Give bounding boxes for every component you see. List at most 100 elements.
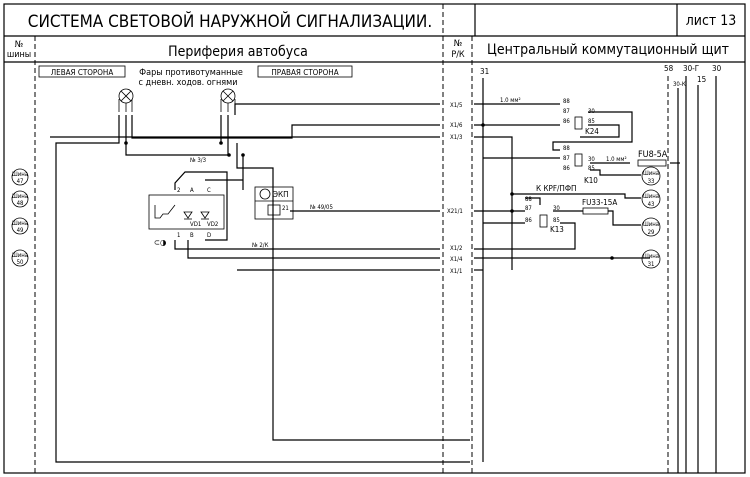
svg-text:X1/4: X1/4	[450, 256, 463, 263]
connector-x1-1: X1/1	[450, 268, 462, 275]
indicator-lamp-icon	[267, 204, 281, 216]
periphery-wiring	[50, 103, 470, 463]
pin-1: 1	[177, 232, 180, 239]
fuse-fu8-5a: FU8-5A	[637, 150, 668, 167]
svg-text:Шина: Шина	[12, 252, 28, 259]
svg-text:K13: K13	[550, 225, 564, 234]
svg-text:85: 85	[588, 165, 595, 172]
lamp-caption-2: с дневн. ходов. огнями	[138, 78, 237, 88]
svg-text:X1/1: X1/1	[450, 268, 462, 275]
svg-text:Шина: Шина	[12, 171, 28, 178]
svg-text:Шина: Шина	[643, 170, 659, 177]
svg-text:K24: K24	[585, 127, 599, 136]
relay-k10: 88 87 86 30 85 K10	[563, 145, 598, 185]
svg-text:30: 30	[588, 156, 595, 163]
bus-58-label: 58	[664, 64, 674, 73]
wire-section-label-2: 1.0 мм²	[606, 156, 627, 163]
svg-text:FU8-5A: FU8-5A	[638, 150, 668, 160]
sheet-number: лист 13	[686, 13, 737, 29]
svg-text:33: 33	[648, 178, 655, 185]
fog-lamp-right-icon	[220, 88, 236, 112]
connector-x21-1: X21/1	[447, 208, 463, 215]
svg-text:X21/1: X21/1	[447, 208, 463, 215]
svg-text:86: 86	[563, 165, 570, 172]
central-wiring	[474, 103, 680, 271]
svg-text:86: 86	[525, 217, 532, 224]
fuse-fu33-15a: FU33-15A	[582, 198, 617, 215]
svg-text:48: 48	[17, 200, 24, 207]
svg-text:X1/3: X1/3	[450, 134, 462, 141]
bus-31-label: 31	[480, 67, 489, 76]
diode-vd1: VD1	[190, 221, 201, 228]
connector-x1-5: X1/5	[450, 102, 462, 109]
relay-k13: 88 87 86 30 85 K13	[525, 196, 564, 234]
svg-text:Шина: Шина	[643, 253, 659, 260]
left-side-label: ЛЕВАЯ СТОРОНА	[51, 68, 114, 77]
svg-text:FU33-15A: FU33-15A	[582, 198, 617, 207]
bus-30-label: 30	[712, 64, 722, 73]
diode-vd2: VD2	[207, 221, 218, 228]
fog-lamp-left-icon	[118, 88, 134, 112]
svg-text:X1/2: X1/2	[450, 245, 462, 252]
rk-label: №	[454, 39, 463, 49]
relay-k24: 88 87 86 30 85 K24	[563, 98, 599, 136]
fog-light-switch[interactable]: 2 A C 1 B D VD1 VD2	[148, 187, 225, 239]
connector-x1-4: X1/4	[450, 256, 463, 263]
connector-x1-2: X1/2	[450, 245, 462, 252]
pin-c: C	[207, 187, 211, 194]
right-side-label: ПРАВАЯ СТОРОНА	[271, 68, 338, 77]
svg-text:Шина: Шина	[12, 193, 28, 200]
kpf-label: К КРF/ПФП	[536, 184, 576, 193]
bus-no-label: №	[15, 40, 24, 50]
svg-text:X1/5: X1/5	[450, 102, 462, 109]
svg-text:50: 50	[17, 259, 24, 266]
svg-text:88: 88	[563, 98, 570, 105]
rk-label-2: Р/К	[451, 50, 465, 60]
wire-label-3-3: № 3/3	[190, 157, 206, 164]
central-heading: Центральный коммутационный щит	[487, 42, 729, 58]
ekp-label: ЭКП	[273, 190, 289, 199]
svg-text:30: 30	[588, 108, 595, 115]
sheet-frame	[3, 3, 746, 474]
svg-text:Шина: Шина	[643, 193, 659, 200]
bus-15-label: 15	[697, 75, 706, 84]
svg-text:85: 85	[553, 217, 560, 224]
svg-text:88: 88	[525, 196, 532, 203]
wire-label-49-05: № 49/05	[310, 204, 333, 211]
connector-x1-6: X1/6	[450, 122, 463, 129]
ekp-pin: 21	[282, 205, 289, 212]
page-title: СИСТЕМА СВЕТОВОЙ НАРУЖНОЙ СИГНАЛИЗАЦИИ.	[28, 10, 432, 32]
svg-text:29: 29	[648, 229, 655, 236]
left-side-box	[38, 65, 126, 78]
instrument-icon	[259, 188, 271, 200]
connector-x1-3: X1/3	[450, 134, 462, 141]
svg-text:31: 31	[648, 261, 655, 268]
bus-30g-label: 30-Г	[683, 64, 699, 73]
svg-text:43: 43	[648, 201, 655, 208]
pin-d: D	[207, 232, 211, 239]
bus-30k-label: 30-К	[673, 81, 686, 88]
svg-text:K10: K10	[584, 176, 598, 185]
periphery-heading: Периферия автобуса	[168, 44, 308, 60]
svg-text:49: 49	[17, 227, 24, 234]
svg-text:Шина: Шина	[12, 220, 28, 227]
pin-b: B	[190, 232, 194, 239]
wire-label-2-k: № 2/К	[252, 242, 269, 249]
svg-text:30: 30	[553, 205, 560, 212]
ekp-block: ЭКП 21	[254, 186, 294, 220]
svg-text:88: 88	[563, 145, 570, 152]
right-side-box	[257, 65, 353, 78]
pin-2: 2	[177, 187, 180, 194]
svg-text:86: 86	[563, 118, 570, 125]
svg-text:87: 87	[563, 155, 570, 162]
svg-text:X1/6: X1/6	[450, 122, 463, 129]
